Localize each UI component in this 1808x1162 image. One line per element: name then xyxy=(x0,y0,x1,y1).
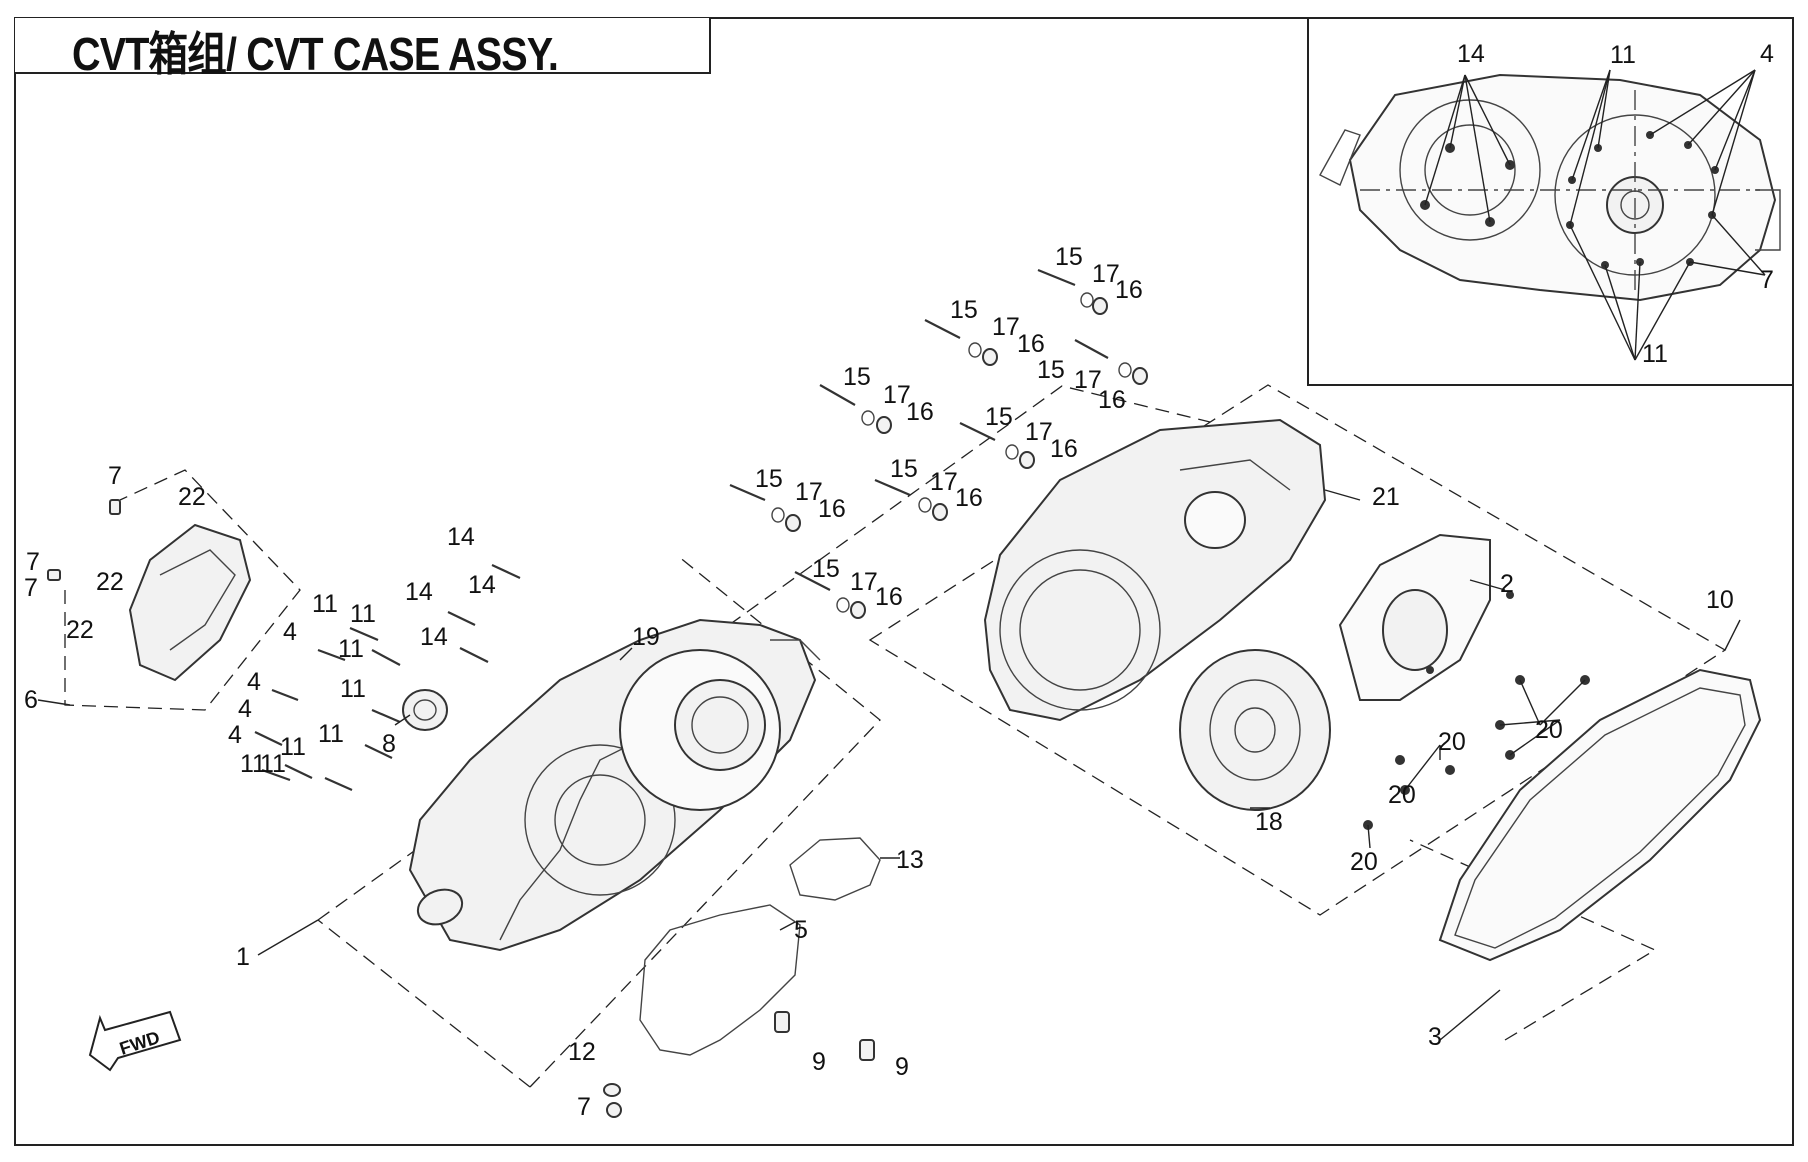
label-part-16f: 16 xyxy=(818,495,846,523)
cover-gasket-part xyxy=(639,904,801,1056)
label-part-17f: 17 xyxy=(795,478,823,506)
label-part-15h: 15 xyxy=(812,555,840,583)
label-part-22b: 22 xyxy=(96,568,124,596)
small-gasket-part xyxy=(789,837,881,901)
label-part-11h: 11 xyxy=(260,750,286,778)
title-box xyxy=(15,18,711,74)
label-part-9b: 9 xyxy=(895,1053,909,1081)
label-part-17a: 17 xyxy=(1092,260,1120,288)
label-part-20d: 20 xyxy=(1350,848,1378,876)
label-part-14d: 14 xyxy=(420,623,448,651)
label-part-11b: 11 xyxy=(350,600,376,628)
label-part-7d: 7 xyxy=(577,1093,591,1121)
inset-view xyxy=(1307,17,1794,386)
air-guard-part xyxy=(1179,649,1331,811)
page-title: CVT箱组/ CVT CASE ASSY. xyxy=(72,28,559,80)
label-part-5: 5 xyxy=(794,916,808,944)
label-part-9a: 9 xyxy=(812,1048,826,1076)
label-part-17c: 17 xyxy=(1074,366,1102,394)
label-part-3: 3 xyxy=(1428,1023,1442,1051)
label-part-4d: 4 xyxy=(228,721,242,749)
label-part-20b: 20 xyxy=(1438,728,1466,756)
dowel-pins-group xyxy=(47,499,875,1118)
label-part-22c: 22 xyxy=(66,616,94,644)
label-part-17b: 17 xyxy=(992,313,1020,341)
label-part-16e: 16 xyxy=(1050,435,1078,463)
part-labels: 1 2 3 4 4 4 4 4 5 6 7 7 7 7 7 8 9 9 10 1… xyxy=(24,40,1774,1121)
label-part-7-inset: 7 xyxy=(1760,266,1774,294)
label-part-15c: 15 xyxy=(1037,356,1065,384)
label-part-18: 18 xyxy=(1255,808,1283,836)
label-part-4a: 4 xyxy=(283,618,297,646)
label-part-20c: 20 xyxy=(1388,781,1416,809)
label-part-7c: 7 xyxy=(24,574,38,602)
label-part-11c: 11 xyxy=(338,635,364,663)
label-part-17e: 17 xyxy=(1025,418,1053,446)
forward-arrow-icon: FWD xyxy=(88,1010,182,1072)
inner-cover-outline xyxy=(529,555,881,1088)
label-part-4c: 4 xyxy=(238,695,252,723)
label-part-17d: 17 xyxy=(883,381,911,409)
label-part-11g: 11 xyxy=(240,750,266,778)
label-part-15f: 15 xyxy=(755,465,783,493)
label-part-12: 12 xyxy=(568,1038,596,1066)
label-part-15a: 15 xyxy=(1055,243,1083,271)
label-part-15d: 15 xyxy=(843,363,871,391)
label-part-11e: 11 xyxy=(318,720,344,748)
label-part-10: 10 xyxy=(1706,586,1734,614)
label-part-11a: 11 xyxy=(312,590,338,618)
label-part-8: 8 xyxy=(382,730,396,758)
left-cvt-cover-part xyxy=(408,618,821,952)
label-part-16h: 16 xyxy=(875,583,903,611)
label-part-22a: 22 xyxy=(178,483,206,511)
intake-cover-part xyxy=(128,523,252,682)
label-part-15e: 15 xyxy=(985,403,1013,431)
label-part-7b: 7 xyxy=(26,548,40,576)
label-part-16a: 16 xyxy=(1115,276,1143,304)
label-part-6: 6 xyxy=(24,686,38,714)
label-part-17h: 17 xyxy=(850,568,878,596)
cvt-housing-part xyxy=(983,418,1327,722)
label-part-14a: 14 xyxy=(447,523,475,551)
label-part-2: 2 xyxy=(1500,570,1514,598)
label-part-20a: 20 xyxy=(1535,716,1563,744)
label-part-19: 19 xyxy=(632,623,660,651)
label-part-16b: 16 xyxy=(1017,330,1045,358)
label-part-1: 1 xyxy=(236,943,250,971)
label-part-4b: 4 xyxy=(247,668,261,696)
label-part-11-inset-bottom: 11 xyxy=(1642,340,1668,368)
label-part-4-inset: 4 xyxy=(1760,40,1774,68)
label-part-16c: 16 xyxy=(1098,386,1126,414)
oil-seal-part xyxy=(402,689,448,731)
label-part-14-inset: 14 xyxy=(1457,40,1485,68)
label-part-16d: 16 xyxy=(906,398,934,426)
label-part-7a: 7 xyxy=(108,462,122,490)
label-part-15g: 15 xyxy=(890,455,918,483)
leader-lines xyxy=(37,489,1741,1041)
label-part-13: 13 xyxy=(896,846,924,874)
small-bolts-group xyxy=(254,564,521,792)
label-part-15b: 15 xyxy=(950,296,978,324)
outer-cover-gasket-part xyxy=(1438,668,1762,962)
label-part-14b: 14 xyxy=(468,571,496,599)
label-part-21: 21 xyxy=(1372,483,1400,511)
cover-group-outline xyxy=(317,385,1211,921)
cover-plate-part xyxy=(1338,533,1491,701)
label-part-16g: 16 xyxy=(955,484,983,512)
label-part-11-inset-top: 11 xyxy=(1610,41,1636,69)
intake-cover-outline xyxy=(64,469,301,711)
page-frame xyxy=(14,17,1794,1146)
label-part-14c: 14 xyxy=(405,578,433,606)
label-part-17g: 17 xyxy=(930,468,958,496)
label-part-11d: 11 xyxy=(340,675,366,703)
label-part-11f: 11 xyxy=(280,733,306,761)
bolt-set-group xyxy=(729,268,1148,619)
